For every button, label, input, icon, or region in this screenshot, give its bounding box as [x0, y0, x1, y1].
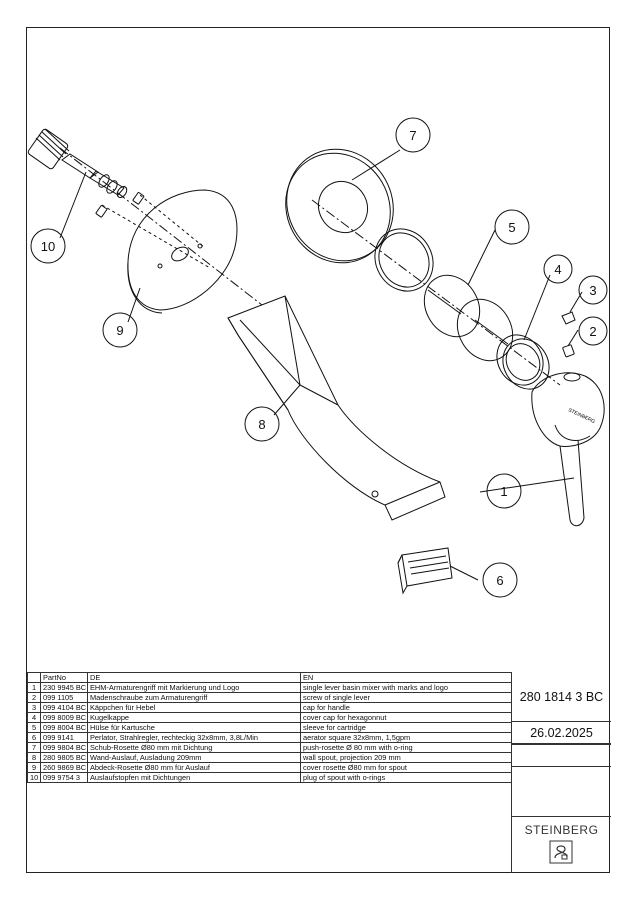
callout-3: 3 — [589, 283, 596, 298]
callout-5: 5 — [508, 220, 515, 235]
part-1-lever — [531, 372, 605, 527]
part-desc-de: Wand-Auslauf, Ausladung 209mm — [87, 752, 301, 763]
part-number: 280 9805 BC — [40, 752, 88, 763]
part-desc-en: wall spout, projection 209 mm — [300, 752, 512, 763]
callout-8: 8 — [258, 417, 265, 432]
part-desc-en: push-rosette Ø 80 mm with o-ring — [300, 742, 512, 753]
callout-2: 2 — [589, 324, 596, 339]
part-desc-de: Hülse für Kartusche — [87, 722, 301, 733]
part-desc-en: aerator square 32x8mm, 1,5gpm — [300, 732, 512, 743]
part-number: 099 9754 3 — [40, 772, 88, 783]
part-pos: 5 — [27, 722, 41, 733]
parts-header-row: PartNo DE EN — [27, 672, 512, 683]
part-number: 099 9804 BC — [40, 742, 88, 753]
part-6-aerator — [397, 547, 453, 595]
callout-6: 6 — [496, 573, 503, 588]
part-desc-en: cap for handle — [300, 702, 512, 713]
part-7-push-rosette — [285, 148, 394, 264]
drawing-frame — [26, 27, 610, 873]
part-desc-de: Madenschraube zum Armaturengriff — [87, 692, 301, 703]
part-desc-en: screw of single lever — [300, 692, 512, 703]
brand-box: STEINBERG — [512, 816, 611, 873]
callout-4: 4 — [554, 262, 561, 277]
steinberg-logo-icon — [549, 840, 573, 864]
part-pos: 10 — [27, 772, 41, 783]
part-pos: 3 — [27, 702, 41, 713]
part-desc-de: Abdeck-Rosette Ø80 mm für Auslauf — [87, 762, 301, 773]
part-number: 099 1105 — [40, 692, 88, 703]
title-block: 280 1814 3 BC 26.02.2025 STEINBERG — [511, 672, 611, 873]
part-desc-en: sleeve for cartridge — [300, 722, 512, 733]
axis-line — [101, 204, 211, 269]
part-5-sleeve — [423, 274, 514, 362]
o-ring — [374, 228, 434, 292]
part-10-plug — [27, 128, 128, 198]
lever-logo-text: STEINBERG — [567, 407, 596, 425]
part-number: 099 4104 BC — [40, 702, 88, 713]
part-3-cap — [561, 311, 576, 325]
header-part-no: PartNo — [40, 672, 88, 683]
part-pos: 9 — [27, 762, 41, 773]
part-number: 099 9141 — [40, 732, 88, 743]
part-pos: 8 — [27, 752, 41, 763]
axis-line — [311, 199, 561, 386]
header-pos — [27, 672, 41, 683]
part-number: 260 9869 BC — [40, 762, 88, 773]
part-desc-de: Käppchen für Hebel — [87, 702, 301, 713]
brand-name: STEINBERG — [524, 823, 599, 837]
part-desc-en: plug of spout with o-rings — [300, 772, 512, 783]
part-2-screw — [562, 344, 575, 358]
part-9-cover-rosette — [127, 189, 238, 314]
part-desc-en: cover cap for hexagonnut — [300, 712, 512, 723]
callout-9: 9 — [116, 323, 123, 338]
axis-line — [139, 194, 206, 249]
article-number: 280 1814 3 BC — [512, 672, 611, 722]
part-desc-de: Auslaufstopfen mit Dichtungen — [87, 772, 301, 783]
part-8-wall-spout — [227, 295, 446, 521]
part-number: 230 9945 BC — [40, 682, 88, 693]
part-desc-de: Schub-Rosette Ø80 mm mit Dichtung — [87, 742, 301, 753]
callout-7: 7 — [409, 128, 416, 143]
part-pos: 1 — [27, 682, 41, 693]
date: 26.02.2025 — [512, 722, 611, 744]
part-pos: 2 — [27, 692, 41, 703]
header-en: EN — [300, 672, 512, 683]
part-pos: 4 — [27, 712, 41, 723]
callout-10: 10 — [41, 239, 55, 254]
header-de: DE — [87, 672, 301, 683]
callout-circles — [30, 117, 608, 598]
screw-icon — [95, 192, 145, 218]
part-number: 099 8009 BC — [40, 712, 88, 723]
axis-line — [59, 147, 263, 306]
part-pos: 6 — [27, 732, 41, 743]
part-desc-de: Perlator, Strahlregler, rechteckig 32x8m… — [87, 732, 301, 743]
part-pos: 7 — [27, 742, 41, 753]
part-desc-en: cover rosette Ø80 mm for spout — [300, 762, 512, 773]
part-desc-de: Kugelkappe — [87, 712, 301, 723]
part-desc-en: single lever basin mixer with marks and … — [300, 682, 512, 693]
part-desc-de: EHM-Armaturengriff mit Markierung und Lo… — [87, 682, 301, 693]
part-4-cover-cap — [496, 334, 550, 390]
callout-1: 1 — [500, 484, 507, 499]
part-number: 099 8004 BC — [40, 722, 88, 733]
